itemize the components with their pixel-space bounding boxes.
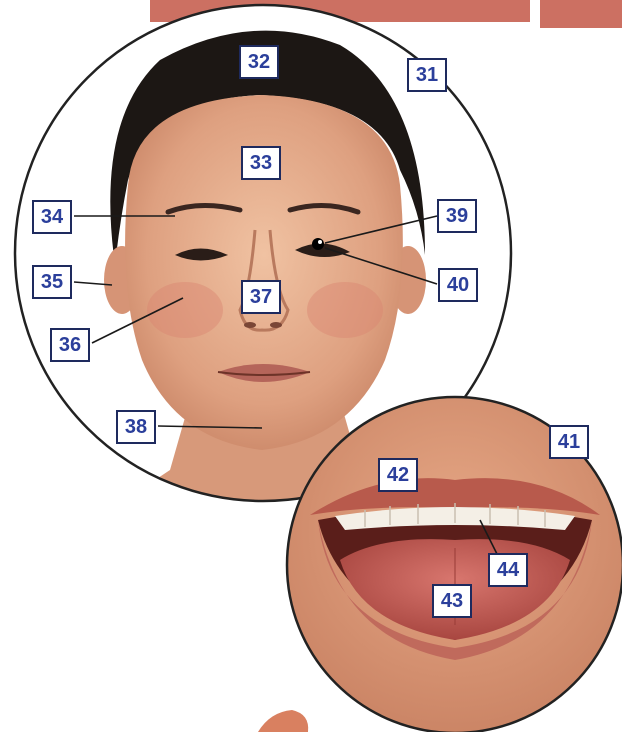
background-scrap-top-right — [540, 0, 622, 28]
label-34: 34 — [32, 200, 72, 234]
background-scrap-bottom — [258, 710, 308, 732]
label-40: 40 — [438, 268, 478, 302]
label-42: 42 — [378, 458, 418, 492]
right-eye-highlight — [318, 240, 322, 244]
right-pupil — [312, 238, 324, 250]
label-43: 43 — [432, 584, 472, 618]
label-32: 32 — [239, 45, 279, 79]
label-44: 44 — [488, 553, 528, 587]
label-31: 31 — [407, 58, 447, 92]
left-nostril — [244, 322, 256, 328]
label-35: 35 — [32, 265, 72, 299]
label-36: 36 — [50, 328, 90, 362]
label-33: 33 — [241, 146, 281, 180]
right-nostril — [270, 322, 282, 328]
label-39: 39 — [437, 199, 477, 233]
label-41: 41 — [549, 425, 589, 459]
label-37: 37 — [241, 280, 281, 314]
label-38: 38 — [116, 410, 156, 444]
right-cheek — [307, 282, 383, 338]
